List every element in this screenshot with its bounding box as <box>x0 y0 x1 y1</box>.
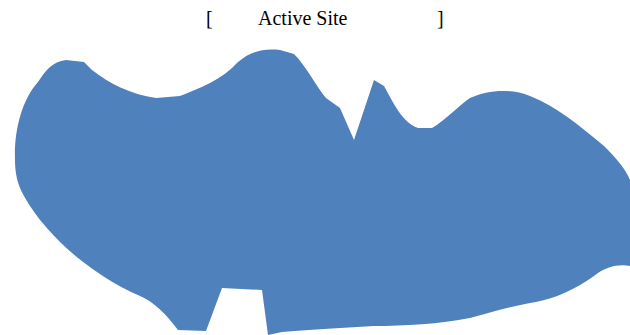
bracket-right: ] <box>437 6 444 30</box>
active-site-label: Active Site <box>258 6 347 30</box>
bracket-left: [ <box>206 6 213 30</box>
enzyme-shape <box>15 50 630 335</box>
